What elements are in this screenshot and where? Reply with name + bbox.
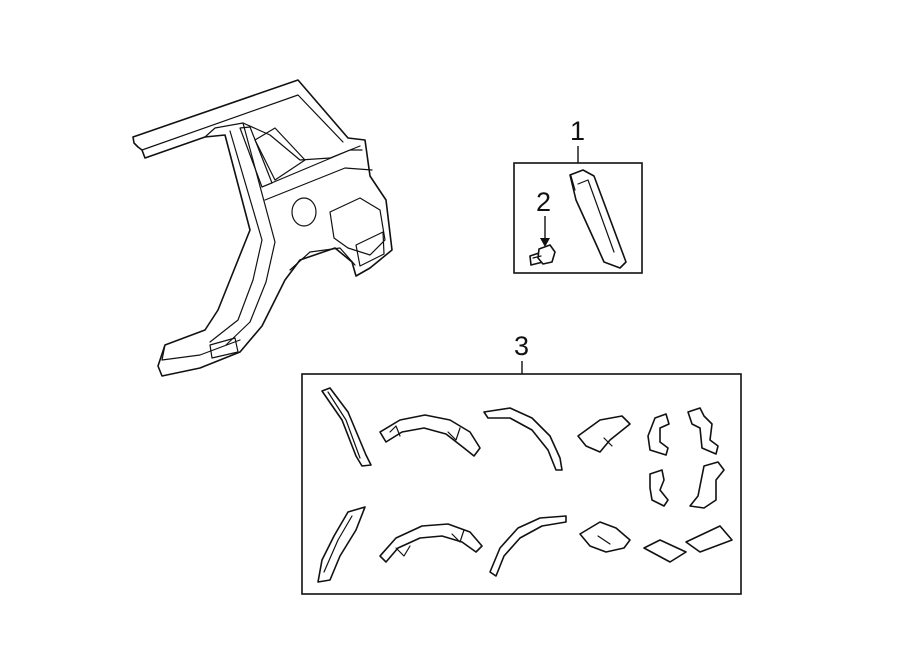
callout-2-label: 2 xyxy=(536,187,551,217)
callout-3: 3 xyxy=(514,331,529,374)
molding-clip xyxy=(529,244,556,266)
callout-1-box xyxy=(513,162,643,274)
wheel-opening-molding xyxy=(569,169,627,269)
callout-1: 1 xyxy=(570,116,585,163)
callout-3-box xyxy=(301,373,742,595)
callout-2: 2 xyxy=(536,187,551,247)
molding-kit xyxy=(317,387,733,583)
callout-3-label: 3 xyxy=(514,331,529,361)
arrow-head-icon xyxy=(540,238,550,247)
callout-1-label: 1 xyxy=(570,116,585,146)
quarter-panel xyxy=(132,79,393,377)
